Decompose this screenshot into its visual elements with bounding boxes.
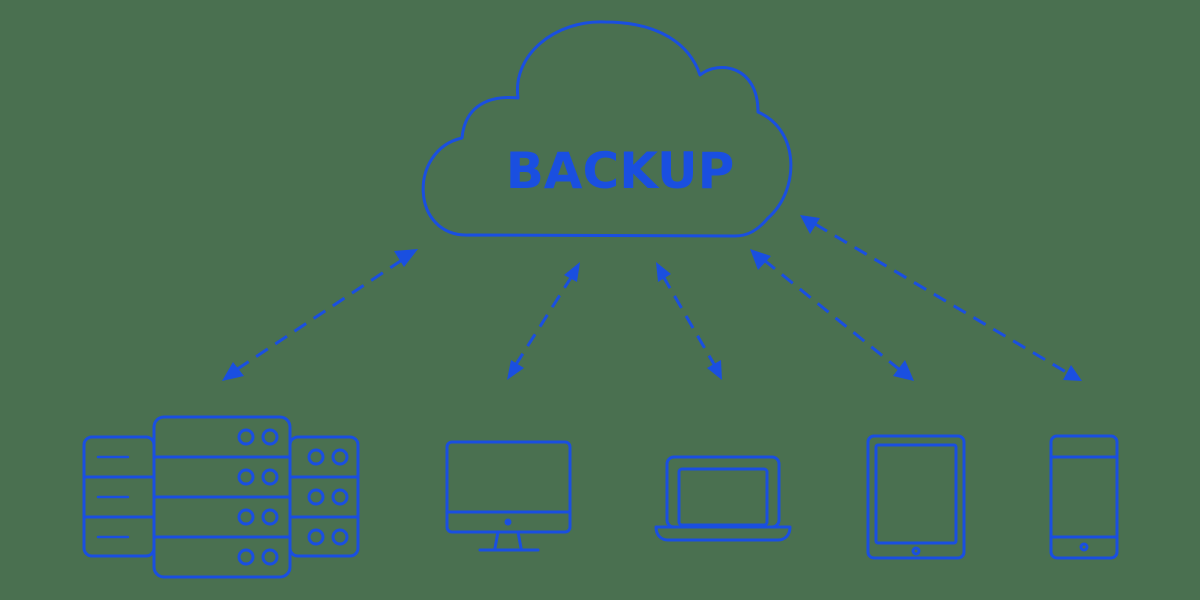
cloud-icon — [421, 20, 793, 238]
connection-arrows — [222, 215, 1082, 381]
arrow-tablet — [750, 249, 914, 381]
laptop-icon — [654, 455, 792, 542]
arrow-desktop — [507, 262, 580, 380]
tablet-icon — [866, 434, 966, 560]
phone-icon — [1049, 434, 1119, 560]
arrow-laptop — [656, 262, 722, 380]
arrow-server — [222, 249, 418, 381]
cloud-label: BACKUP — [505, 142, 735, 200]
server-icon — [82, 415, 360, 579]
monitor-icon — [445, 440, 572, 552]
arrow-phone — [800, 215, 1082, 381]
